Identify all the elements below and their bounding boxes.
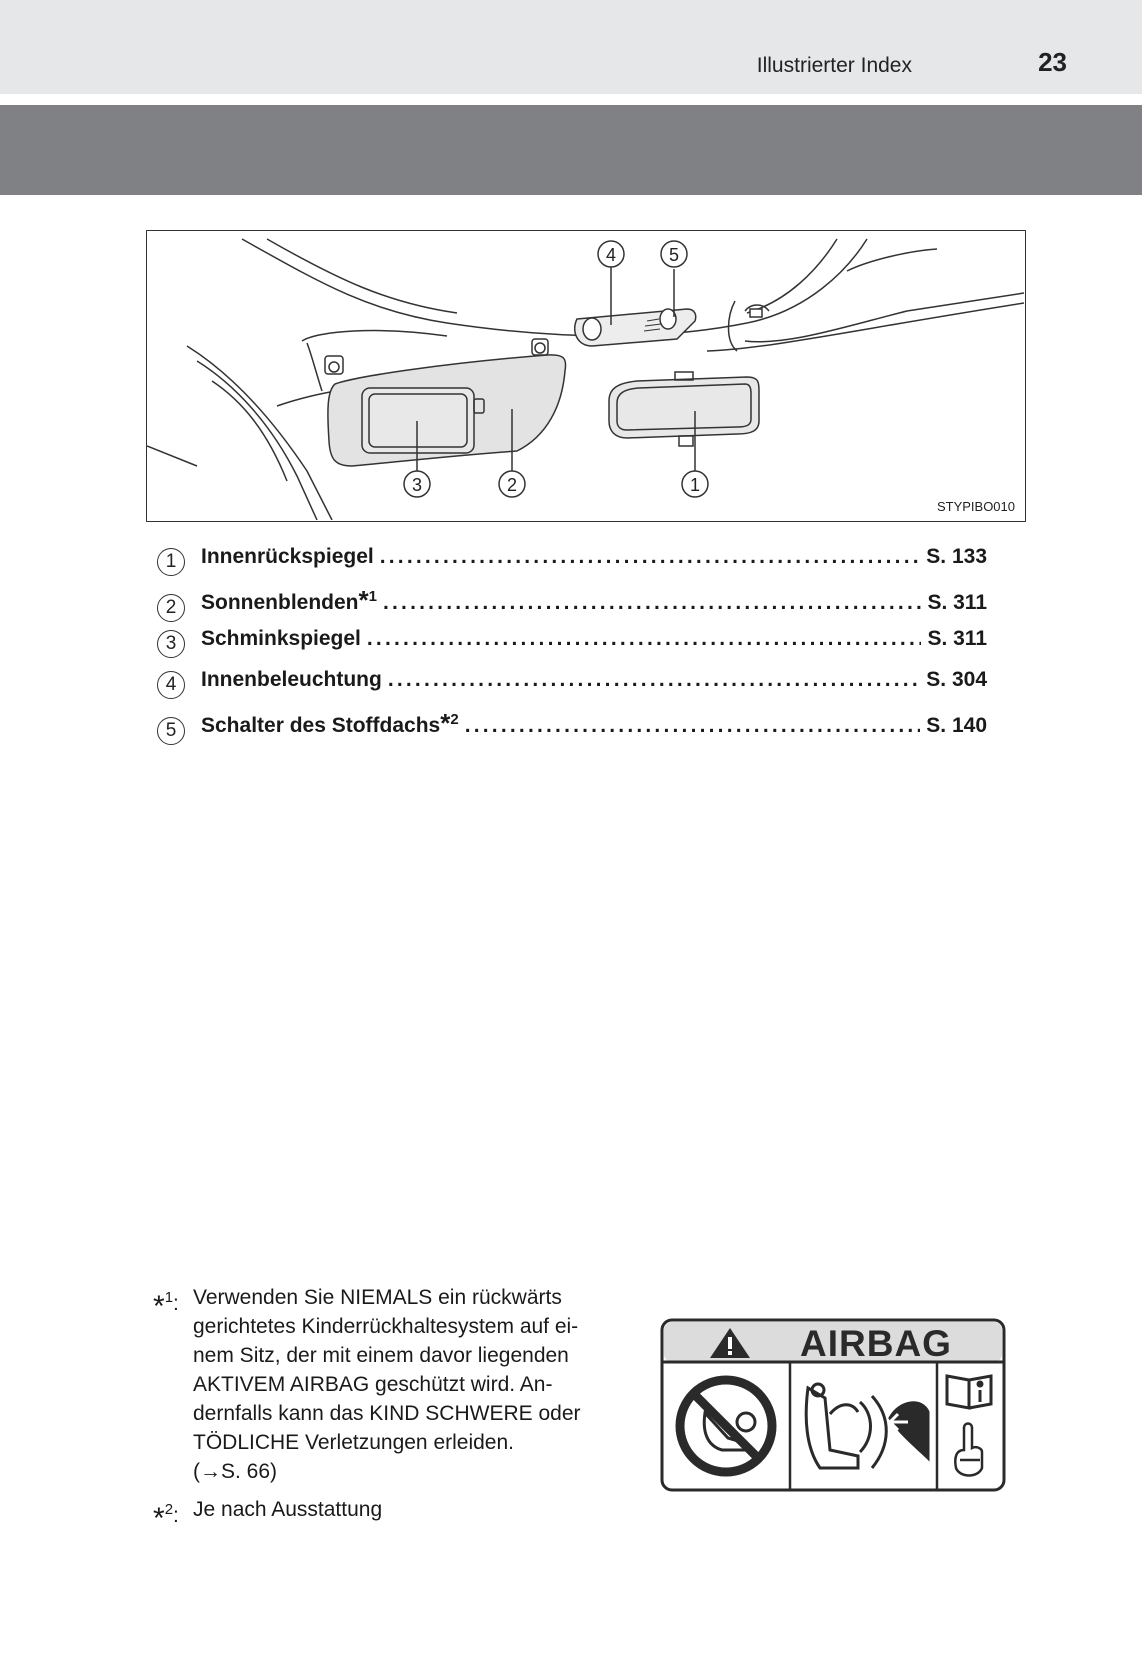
item-page-ref[interactable]: S. 311 [927,627,987,650]
callout-label-3: 3 [412,475,422,495]
footnote-text: Verwenden Sie NIEMALS ein rückwärts geri… [193,1283,633,1486]
dot-leader: ........................................… [387,668,921,691]
read-manual-icon [945,1374,993,1410]
callout-3 [403,470,431,498]
airbag-warning-label: AIRBAG [660,1318,1006,1492]
callout-1 [681,470,709,498]
callout-4 [597,240,625,268]
no-rear-facing-child-seat-icon [675,1375,777,1477]
footnote-marker: *2: [153,1501,179,1535]
item-number: 4 [157,671,185,699]
callout-2 [498,470,526,498]
footnote-star: * [440,708,451,738]
index-row[interactable]: 2 Sonnenblenden*1 ......................… [157,585,987,626]
callout-5 [660,240,688,268]
callout-label-1: 1 [690,475,700,495]
item-number: 5 [157,717,185,745]
index-row[interactable]: 1 Innenrückspiegel .....................… [157,544,987,585]
callout-label-4: 4 [606,245,616,265]
dot-leader: ........................................… [379,545,921,568]
item-number: 2 [157,594,185,622]
dot-leader: ........................................… [366,627,922,650]
figure-code: STYPIBO010 [936,499,1015,514]
item-page-ref[interactable]: S. 140 [926,714,987,737]
footnote-ref: 2 [450,711,459,728]
dot-leader: ........................................… [464,714,921,737]
footnote-ref: 1 [368,588,377,605]
child-seat-airbag-deploy-icon [804,1382,930,1470]
footnote-1: *1: Verwenden Sie NIEMALS ein rückwärts … [153,1283,633,1486]
callout-label-2: 2 [507,475,517,495]
item-page-ref[interactable]: S. 304 [926,668,987,691]
cross-reference-link: (→S. 66) [193,1460,278,1483]
index-list: 1 Innenrückspiegel .....................… [157,544,987,749]
item-label: Innenrückspiegel [201,545,374,568]
dot-leader: ........................................… [382,591,921,614]
callout-label-5: 5 [669,245,679,265]
footnotes: *1: Verwenden Sie NIEMALS ein rückwärts … [153,1283,633,1535]
footnote-star: * [358,585,369,615]
roof-interior-drawing: 4 5 3 2 1 [147,238,1024,520]
warning-triangle-icon [710,1328,750,1358]
airbag-word: AIRBAG [800,1323,952,1364]
pointing-finger-icon [954,1422,984,1477]
footnote-2: *2: Je nach Ausstattung [153,1495,633,1535]
item-number: 1 [157,548,185,576]
index-row[interactable]: 3 Schminkspiegel .......................… [157,626,987,667]
interior-illustration: 4 5 3 2 1 STYPIBO010 [146,230,1026,522]
item-number: 3 [157,630,185,658]
page-number: 23 [1038,47,1067,77]
header-band [0,0,1142,94]
section-gray-band [0,105,1142,195]
footnote-text: Je nach Ausstattung [193,1498,383,1521]
index-row[interactable]: 4 Innenbeleuchtung .....................… [157,667,987,708]
item-label: Sonnenblenden*1 [201,585,377,615]
item-page-ref[interactable]: S. 133 [926,545,987,568]
index-row[interactable]: 5 Schalter des Stoffdachs*2 ............… [157,708,987,749]
item-label: Schalter des Stoffdachs*2 [201,708,459,738]
item-page-ref[interactable]: S. 311 [927,591,987,614]
footnote-marker: *1: [153,1289,179,1323]
item-label: Schminkspiegel [201,627,361,650]
item-label: Innenbeleuchtung [201,668,382,691]
section-title: Illustrierter Index [756,54,912,77]
